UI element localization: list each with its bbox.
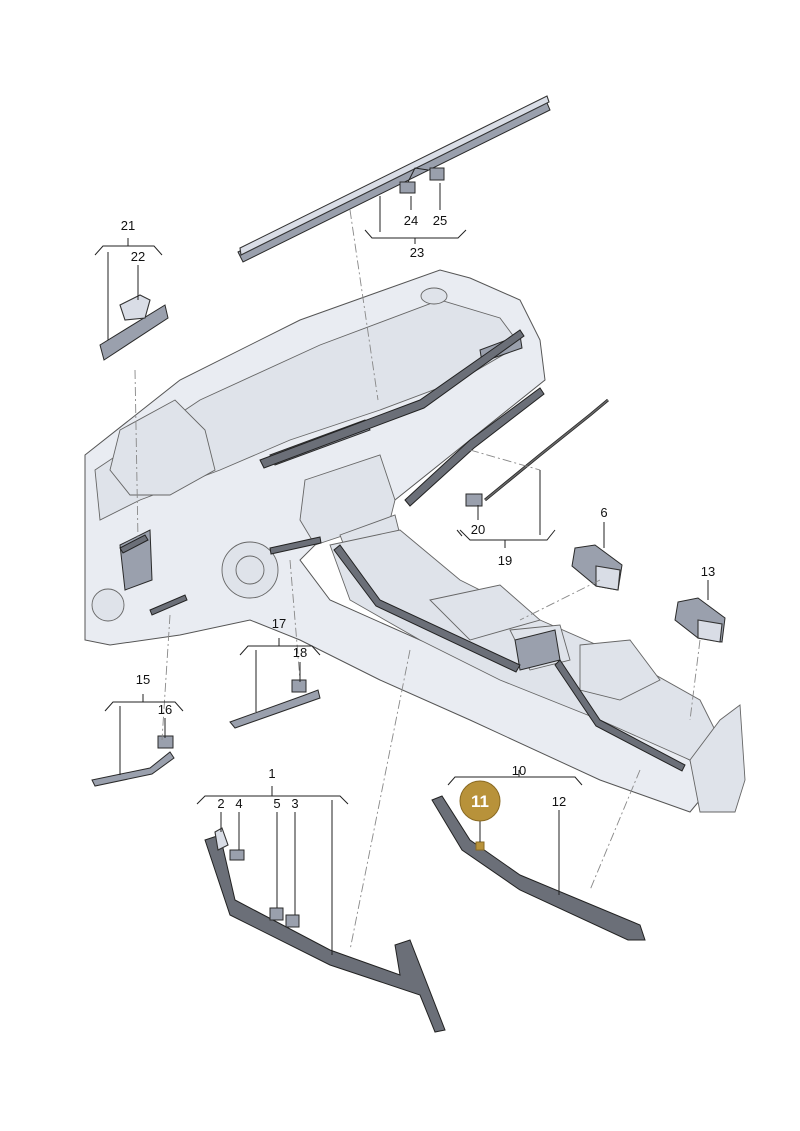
- part-21-side-trim-strip: [99, 294, 169, 361]
- callout-2: 2: [217, 796, 224, 811]
- leader-lines: [94, 183, 709, 955]
- callout-21: 21: [121, 218, 135, 233]
- callout-16: 16: [158, 702, 172, 717]
- part-18-connector-icon: [291, 679, 307, 693]
- callout-3: 3: [291, 796, 298, 811]
- part-10-door-trim-right: [431, 795, 646, 941]
- callout-17: 17: [272, 616, 286, 631]
- callout-12: 12: [552, 794, 566, 809]
- callout-10: 10: [512, 763, 526, 778]
- callout-22: 22: [131, 249, 145, 264]
- reference-lines: [134, 209, 701, 951]
- callout-20: 20: [471, 522, 485, 537]
- callout-25: 25: [433, 213, 447, 228]
- part-5-connector-icon: [269, 907, 284, 921]
- callout-1: 1: [268, 766, 275, 781]
- part-11-led-icon: [475, 841, 485, 851]
- ambient-trim-strips: [119, 329, 686, 772]
- part-20-connector-icon: [465, 493, 483, 507]
- part-6-control-module: [571, 544, 623, 591]
- callout-23: 23: [410, 245, 424, 260]
- callout-15: 15: [136, 672, 150, 687]
- callout-labels: 21 22 24 25 23 6 20 19 13 17 18 15 16 1 …: [121, 213, 715, 822]
- callout-4: 4: [235, 796, 242, 811]
- part-1-door-trim-left: [204, 827, 446, 1033]
- callout-19: 19: [498, 553, 512, 568]
- callout-6: 6: [600, 505, 607, 520]
- part-4-connector-icon: [229, 849, 245, 861]
- callout-24: 24: [404, 213, 418, 228]
- dashboard-assembly: [84, 269, 746, 813]
- part-24-connector-icon: [399, 181, 416, 194]
- highlight-badge-11[interactable]: 11: [459, 780, 501, 822]
- part-19-light-guide: [465, 398, 609, 507]
- callout-5: 5: [273, 796, 280, 811]
- part-17-light-strip: [229, 679, 321, 729]
- callout-11: 11: [471, 792, 489, 811]
- part-15-light-strip: [91, 735, 175, 787]
- part-3-connector-icon: [285, 914, 300, 928]
- part-13-control-module: [674, 597, 726, 643]
- callout-18: 18: [293, 645, 307, 660]
- part-23-upper-trim-strip: [237, 95, 551, 263]
- callout-13: 13: [701, 564, 715, 579]
- part-25-connector-icon: [429, 167, 445, 181]
